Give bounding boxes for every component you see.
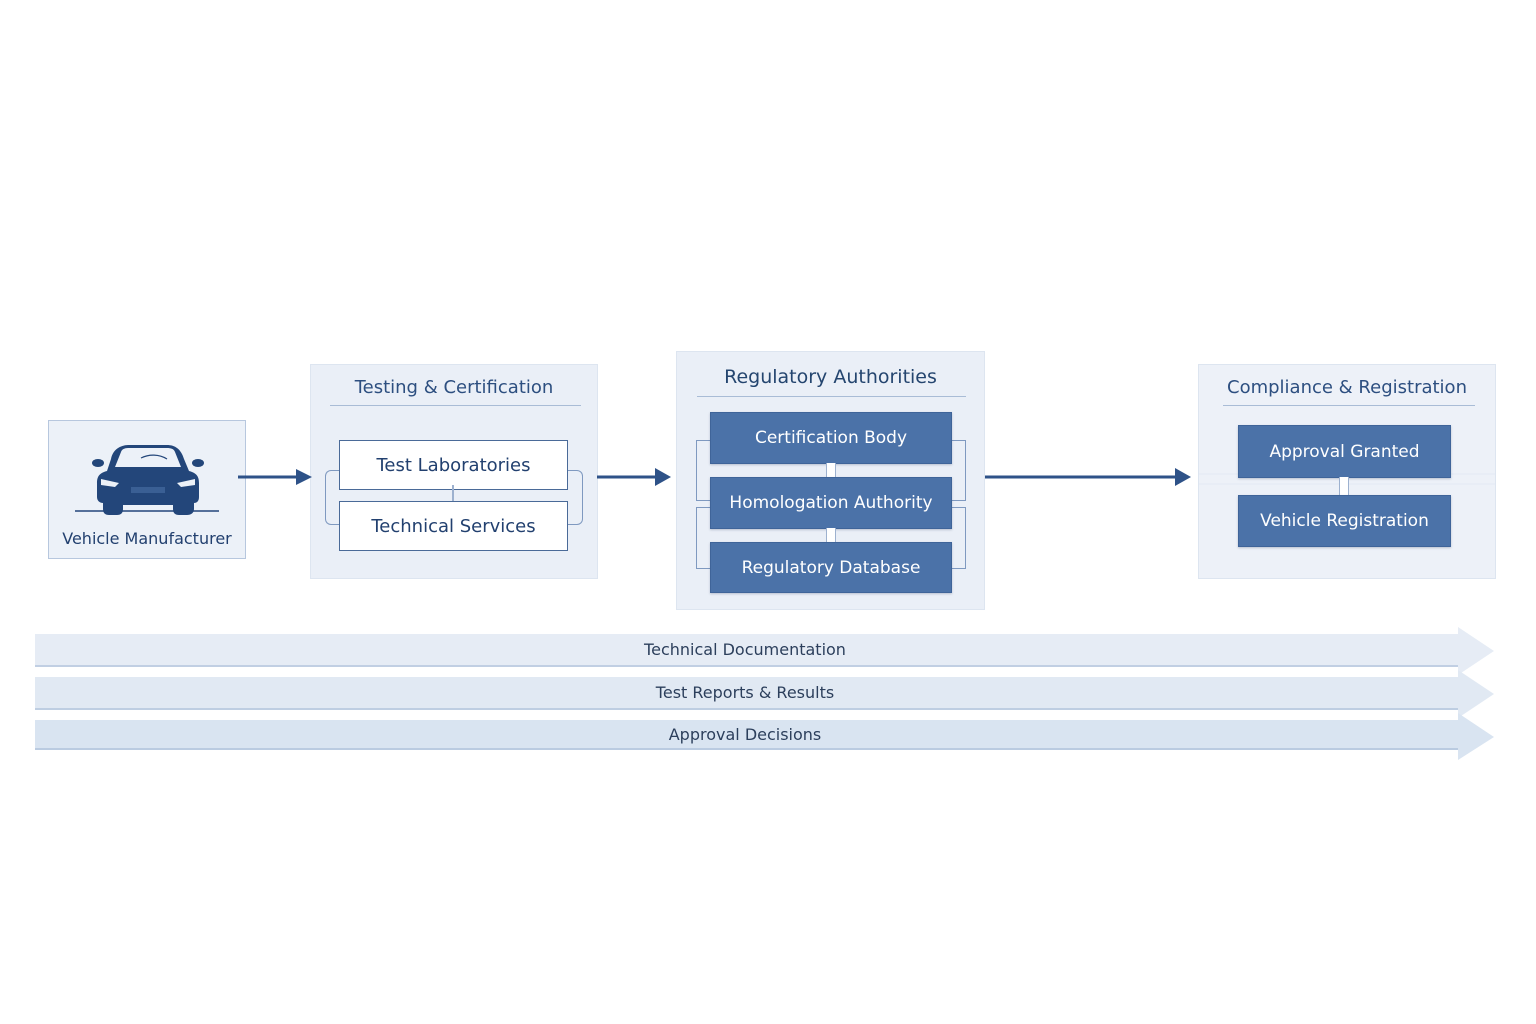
testing-certification-title: Testing & Certification [354,377,554,398]
regulatory-connector-1 [826,463,836,478]
flow-label-test-reports: Test Reports & Results [655,683,835,702]
testing-title-rule [330,405,581,406]
vehicle-manufacturer-label: Vehicle Manufacturer [62,529,232,548]
flow-band-test-reports [35,670,1494,718]
flow-band-approval-decisions [35,713,1494,760]
car-icon [75,445,219,515]
regulatory-database-box: Regulatory Database [710,542,952,593]
regulatory-right-bracket-lower [950,507,966,569]
test-laboratories-box: Test Laboratories [339,440,568,490]
compliance-title-rule [1223,405,1475,406]
regulatory-authorities-title: Regulatory Authorities [724,366,937,388]
flow-label-approval-decisions: Approval Decisions [668,725,822,744]
testing-left-bracket [325,470,341,525]
compliance-registration-title: Compliance & Registration [1227,377,1467,398]
testing-right-bracket [566,470,583,525]
regulatory-title-rule [697,396,966,397]
regulatory-left-bracket-lower [696,507,712,569]
testing-connector [452,485,454,501]
approval-granted-box: Approval Granted [1238,425,1451,478]
flow-label-technical-documentation: Technical Documentation [644,640,846,659]
technical-services-box: Technical Services [339,501,568,551]
flow-band-technical-documentation [35,627,1494,675]
certification-body-box: Certification Body [710,412,952,464]
regulatory-connector-2 [826,528,836,543]
regulatory-left-bracket-upper [696,440,712,501]
regulatory-right-bracket-upper [950,440,966,501]
compliance-connector [1339,477,1349,496]
vehicle-manufacturer-box: Vehicle Manufacturer [48,420,246,559]
homologation-authority-box: Homologation Authority [710,477,952,529]
vehicle-registration-box: Vehicle Registration [1238,495,1451,547]
